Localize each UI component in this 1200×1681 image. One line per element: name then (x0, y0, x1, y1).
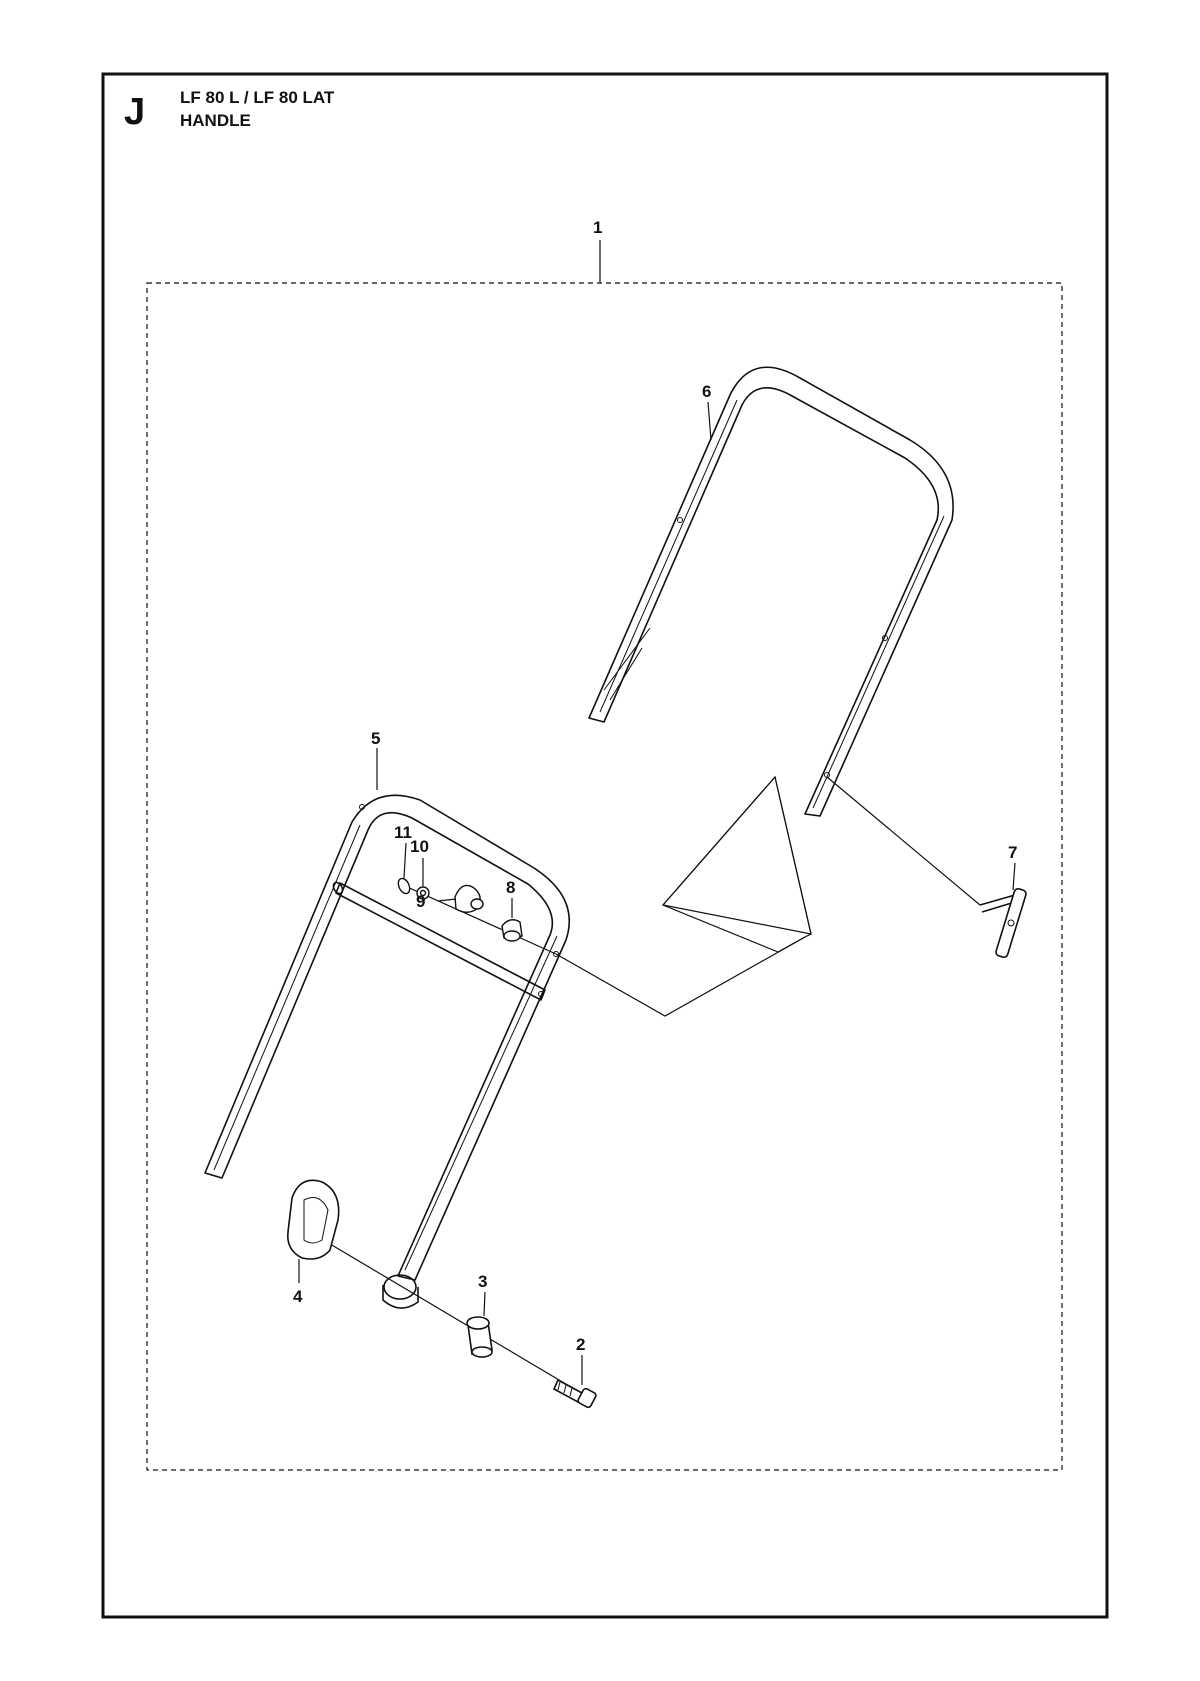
part-3-bushing (466, 1316, 493, 1358)
callout-6: 6 (702, 382, 711, 401)
upper-handle-part-6 (588, 366, 954, 817)
section-letter: J (124, 91, 145, 133)
callout-4: 4 (293, 1287, 303, 1306)
group-title: HANDLE (180, 111, 251, 130)
mounting-plane-upper-edge (661, 775, 812, 935)
leader-3 (483, 1291, 486, 1317)
axis-pivot (319, 1237, 587, 1397)
part-2-bolt (552, 1378, 597, 1409)
callout-9: 9 (416, 892, 425, 911)
leader-6 (707, 401, 712, 441)
mounting-plane-upper (661, 775, 812, 953)
mounting-plane-lower (555, 936, 806, 1017)
part-4-bracket (286, 1179, 340, 1260)
callout-1: 1 (593, 218, 602, 237)
axis-7 (826, 776, 981, 906)
assembly-boundary (146, 282, 1063, 1471)
part-11-washer (397, 877, 411, 895)
lever-part-7 (979, 887, 1027, 959)
page-border (101, 72, 1109, 1619)
callout-8: 8 (506, 878, 515, 897)
leader-11 (403, 842, 407, 879)
callout-7: 7 (1008, 843, 1017, 862)
callout-10: 10 (410, 837, 429, 856)
callout-5: 5 (371, 729, 380, 748)
callout-3: 3 (478, 1272, 487, 1291)
callout-11: 11 (394, 823, 412, 842)
callout-2: 2 (576, 1335, 585, 1354)
part-9-knob (454, 884, 484, 913)
part-10-washer (416, 886, 430, 900)
lower-handle-part-5 (204, 794, 570, 1309)
part-8-cap (501, 919, 523, 942)
leader-7 (1012, 862, 1016, 891)
model-title: LF 80 L / LF 80 LAT (180, 88, 335, 107)
leader-9 (437, 898, 457, 902)
axis-fasteners (404, 885, 557, 955)
